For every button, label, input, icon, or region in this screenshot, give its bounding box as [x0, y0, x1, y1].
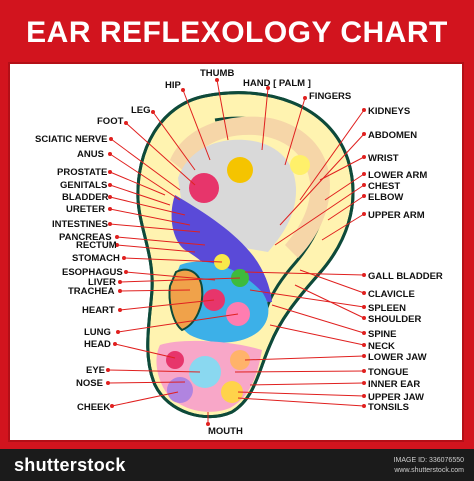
label-neck: NECK	[368, 341, 395, 352]
knee-zone	[227, 157, 253, 183]
label-mouth: MOUTH	[208, 426, 243, 437]
label-prostate: PROSTATE	[57, 167, 107, 178]
label-tonsils: TONSILS	[368, 402, 409, 413]
image-id-text: IMAGE ID: 336076550	[393, 457, 464, 464]
toe-zone	[189, 173, 219, 203]
cheek-zone	[167, 377, 193, 403]
label-eye: EYE	[86, 365, 105, 376]
label-thumb: THUMB	[200, 68, 234, 79]
head-zone	[166, 351, 184, 369]
label-gall-bladder: GALL BLADDER	[368, 271, 443, 282]
label-wrist: WRIST	[368, 153, 399, 164]
label-elbow: ELBOW	[368, 192, 403, 203]
ear-diagram: THUMB HIP HAND [ PALM ] FINGERS LEG FOOT…	[35, 68, 443, 437]
finger-zone	[290, 155, 310, 175]
label-layer: THUMB HIP HAND [ PALM ] FINGERS LEG FOOT…	[35, 68, 443, 437]
label-spine: SPINE	[368, 329, 397, 340]
label-sciatic-nerve: SCIATIC NERVE	[35, 134, 108, 145]
label-ureter: URETER	[66, 204, 105, 215]
label-shoulder: SHOULDER	[368, 314, 421, 325]
label-upper-arm: UPPER ARM	[368, 210, 425, 221]
label-spleen: SPLEEN	[368, 303, 406, 314]
label-hip: HIP	[165, 80, 182, 91]
label-stomach: STOMACH	[72, 253, 120, 264]
label-foot: FOOT	[97, 116, 124, 127]
label-clavicle: CLAVICLE	[368, 289, 415, 300]
label-lung: LUNG	[84, 327, 111, 338]
label-hand: HAND [ PALM ]	[243, 78, 311, 89]
label-fingers: FINGERS	[309, 91, 351, 102]
brand-logo: shutterstock	[14, 455, 126, 475]
chart-title: EAR REFLEXOLOGY CHART	[26, 16, 448, 49]
label-bladder: BLADDER	[62, 192, 109, 203]
tonsil-zone	[221, 381, 243, 403]
label-inner-ear: INNER EAR	[368, 379, 420, 390]
jaw-zone	[230, 350, 250, 370]
label-upper-jaw: UPPER JAW	[368, 392, 424, 403]
label-abdomen: ABDOMEN	[368, 130, 417, 141]
label-trachea: TRACHEA	[68, 286, 115, 297]
ear-helix-outline	[136, 91, 355, 419]
title-bar: EAR REFLEXOLOGY CHART	[6, 6, 468, 60]
label-kidneys: KIDNEYS	[368, 106, 410, 117]
label-genitals: GENITALS	[60, 180, 107, 191]
label-lower-arm: LOWER ARM	[368, 170, 427, 181]
label-pancreas: PANCREAS	[59, 232, 112, 243]
label-rectum: RECTUM	[76, 240, 117, 251]
label-chest: CHEST	[368, 181, 400, 192]
label-leg: LEG	[131, 105, 151, 116]
label-nose: NOSE	[76, 378, 103, 389]
label-anus: ANUS	[77, 149, 104, 160]
label-liver: LIVER	[88, 277, 116, 288]
label-esophagus: ESOPHAGUS	[62, 267, 123, 278]
footer-bar: shutterstock IMAGE ID: 336076550 www.shu…	[0, 449, 474, 481]
label-head: HEAD	[84, 339, 111, 350]
brand-url-text: www.shutterstock.com	[394, 467, 464, 474]
label-heart: HEART	[82, 305, 115, 316]
ear-fossa	[178, 139, 297, 252]
label-intestines: INTESTINES	[52, 219, 108, 230]
label-lower-jaw: LOWER JAW	[368, 352, 427, 363]
label-tongue: TONGUE	[368, 367, 408, 378]
ear-illustration	[136, 91, 355, 419]
eye-zone	[189, 356, 221, 388]
label-cheek: CHEEK	[77, 402, 110, 413]
